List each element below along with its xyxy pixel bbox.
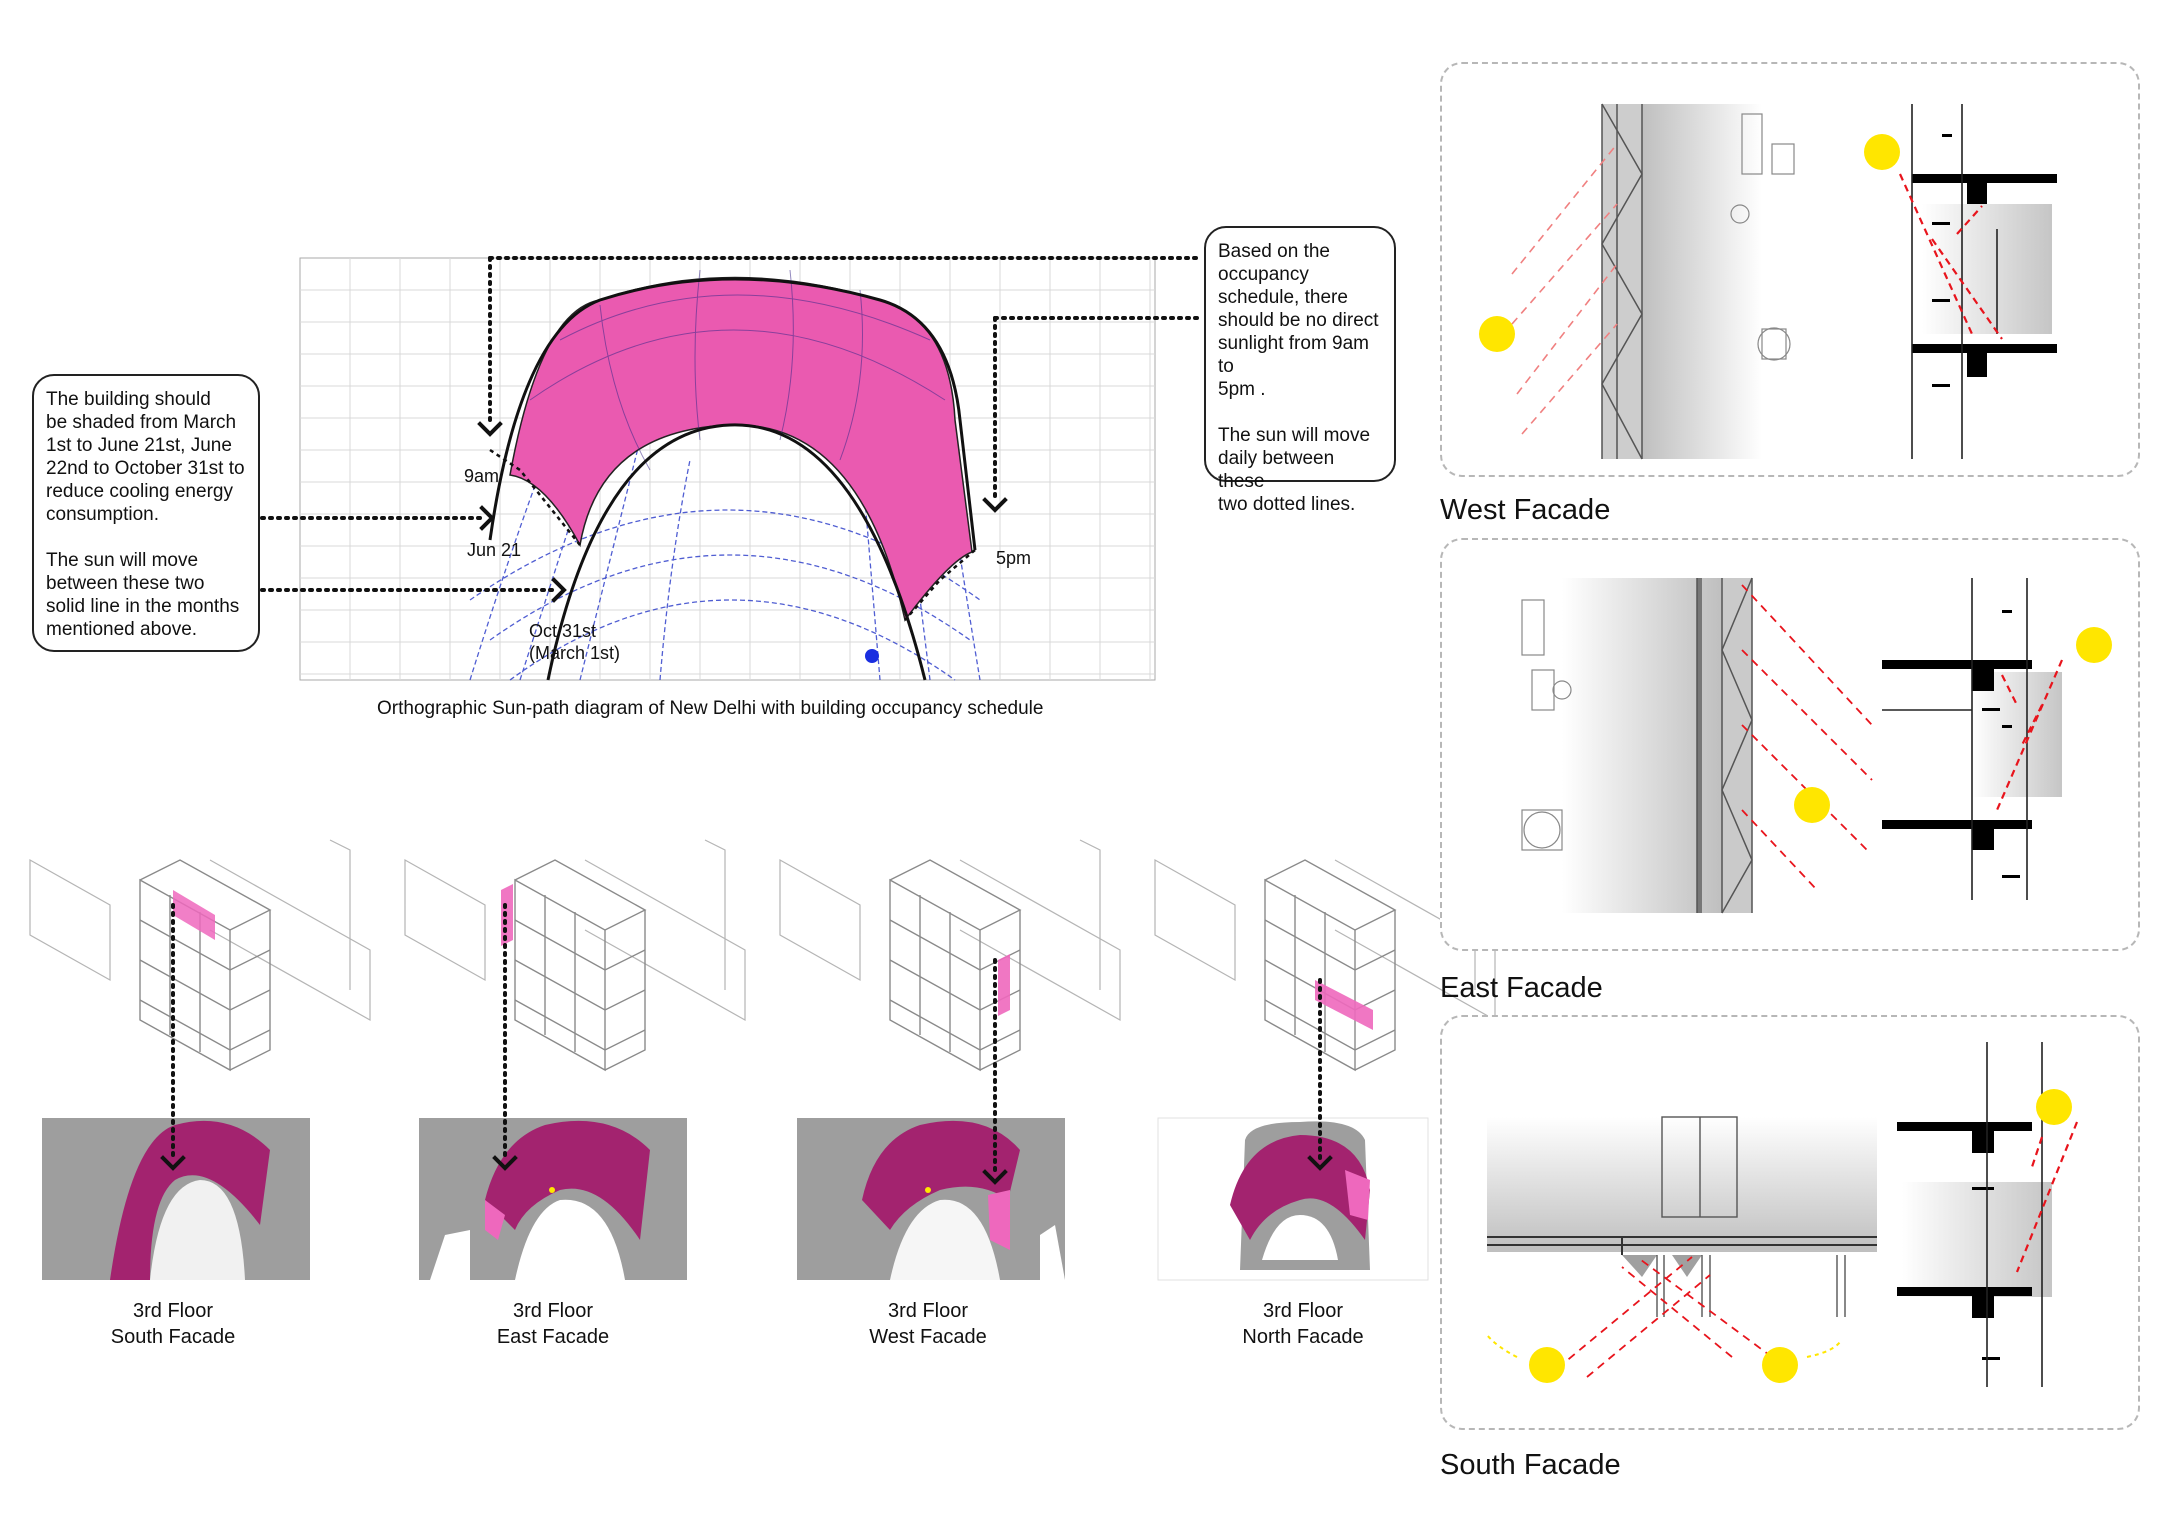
thumb-west: [797, 1118, 1065, 1280]
floor-label: 3rd Floor: [887, 1300, 969, 1322]
sun-position-dot: [865, 649, 879, 663]
floor-label: 3rd Floor: [512, 1300, 594, 1322]
callout-left-para2: The sun will move between these two soli…: [46, 550, 240, 640]
label-5pm: 5pm: [996, 548, 1032, 568]
floor-caption-east: 3rd Floor East Facade: [403, 1298, 703, 1350]
callout-right: Based on the occupancy schedule, there s…: [1204, 226, 1396, 515]
south-facade-title: South Facade: [1440, 1449, 1621, 1481]
thumb-south: [42, 1118, 310, 1280]
label-march1: (March 1st): [529, 643, 621, 663]
sun-icon: [1794, 787, 1830, 823]
sun-icon: [1479, 316, 1515, 352]
sun-icon: [1762, 1347, 1798, 1383]
east-facade-panel: [1440, 538, 2140, 951]
leader-lines: [260, 256, 1202, 592]
east-facade-title: East Facade: [1440, 972, 1603, 1004]
thumb-east: [419, 1118, 687, 1280]
sun-icon: [1529, 1347, 1565, 1383]
shade-arc-lines: [529, 269, 946, 471]
south-facade-panel: [1440, 1015, 2140, 1430]
south-facade-drawing: [1486, 1042, 2079, 1387]
sunpath-caption: Orthographic Sun-path diagram of New Del…: [377, 698, 1044, 719]
floor-caption-north: 3rd Floor North Facade: [1153, 1298, 1453, 1350]
facade-label: North Facade: [1242, 1326, 1364, 1348]
floor-arrowheads: [160, 1155, 1333, 1185]
label-oct31: Oct 31st: [529, 621, 597, 641]
floor-label: 3rd Floor: [132, 1300, 214, 1322]
thumb-north: [1157, 1117, 1429, 1281]
sun-icon: [2036, 1089, 2072, 1125]
west-facade-drawing: [1479, 103, 2057, 460]
floor-label: 3rd Floor: [1262, 1300, 1344, 1322]
iso-north: [1154, 839, 1496, 1071]
facade-label: West Facade: [869, 1326, 987, 1348]
oct31-solid-line: [546, 423, 927, 681]
floor-caption-south: 3rd Floor South Facade: [23, 1298, 323, 1350]
west-facade-title: West Facade: [1440, 494, 1611, 526]
callout-left-para1: The building should be shaded from March…: [46, 389, 245, 525]
callout-right-para1: Based on the occupancy schedule, there s…: [1218, 241, 1379, 400]
label-9am: 9am: [464, 466, 500, 486]
label-jun21: Jun 21: [467, 540, 522, 560]
iso-east: [404, 839, 746, 1071]
facade-label: South Facade: [110, 1326, 236, 1348]
iso-south: [29, 839, 371, 1071]
east-facade-drawing: [1521, 577, 2112, 914]
jun21-solid-line: [488, 277, 977, 551]
callout-left: The building should be shaded from March…: [32, 374, 260, 652]
5pm-dotted-line: [904, 549, 976, 621]
sun-icon: [2076, 627, 2112, 663]
facade-label: East Facade: [496, 1326, 610, 1348]
iso-west: [779, 839, 1121, 1071]
floor-caption-west: 3rd Floor West Facade: [778, 1298, 1078, 1350]
floor-arrows: [171, 903, 1322, 1177]
callout-right-para2: The sun will move daily between these tw…: [1218, 425, 1371, 515]
sun-icon: [1864, 134, 1900, 170]
leader-arrows: [477, 421, 1008, 603]
west-facade-panel: [1440, 62, 2140, 477]
